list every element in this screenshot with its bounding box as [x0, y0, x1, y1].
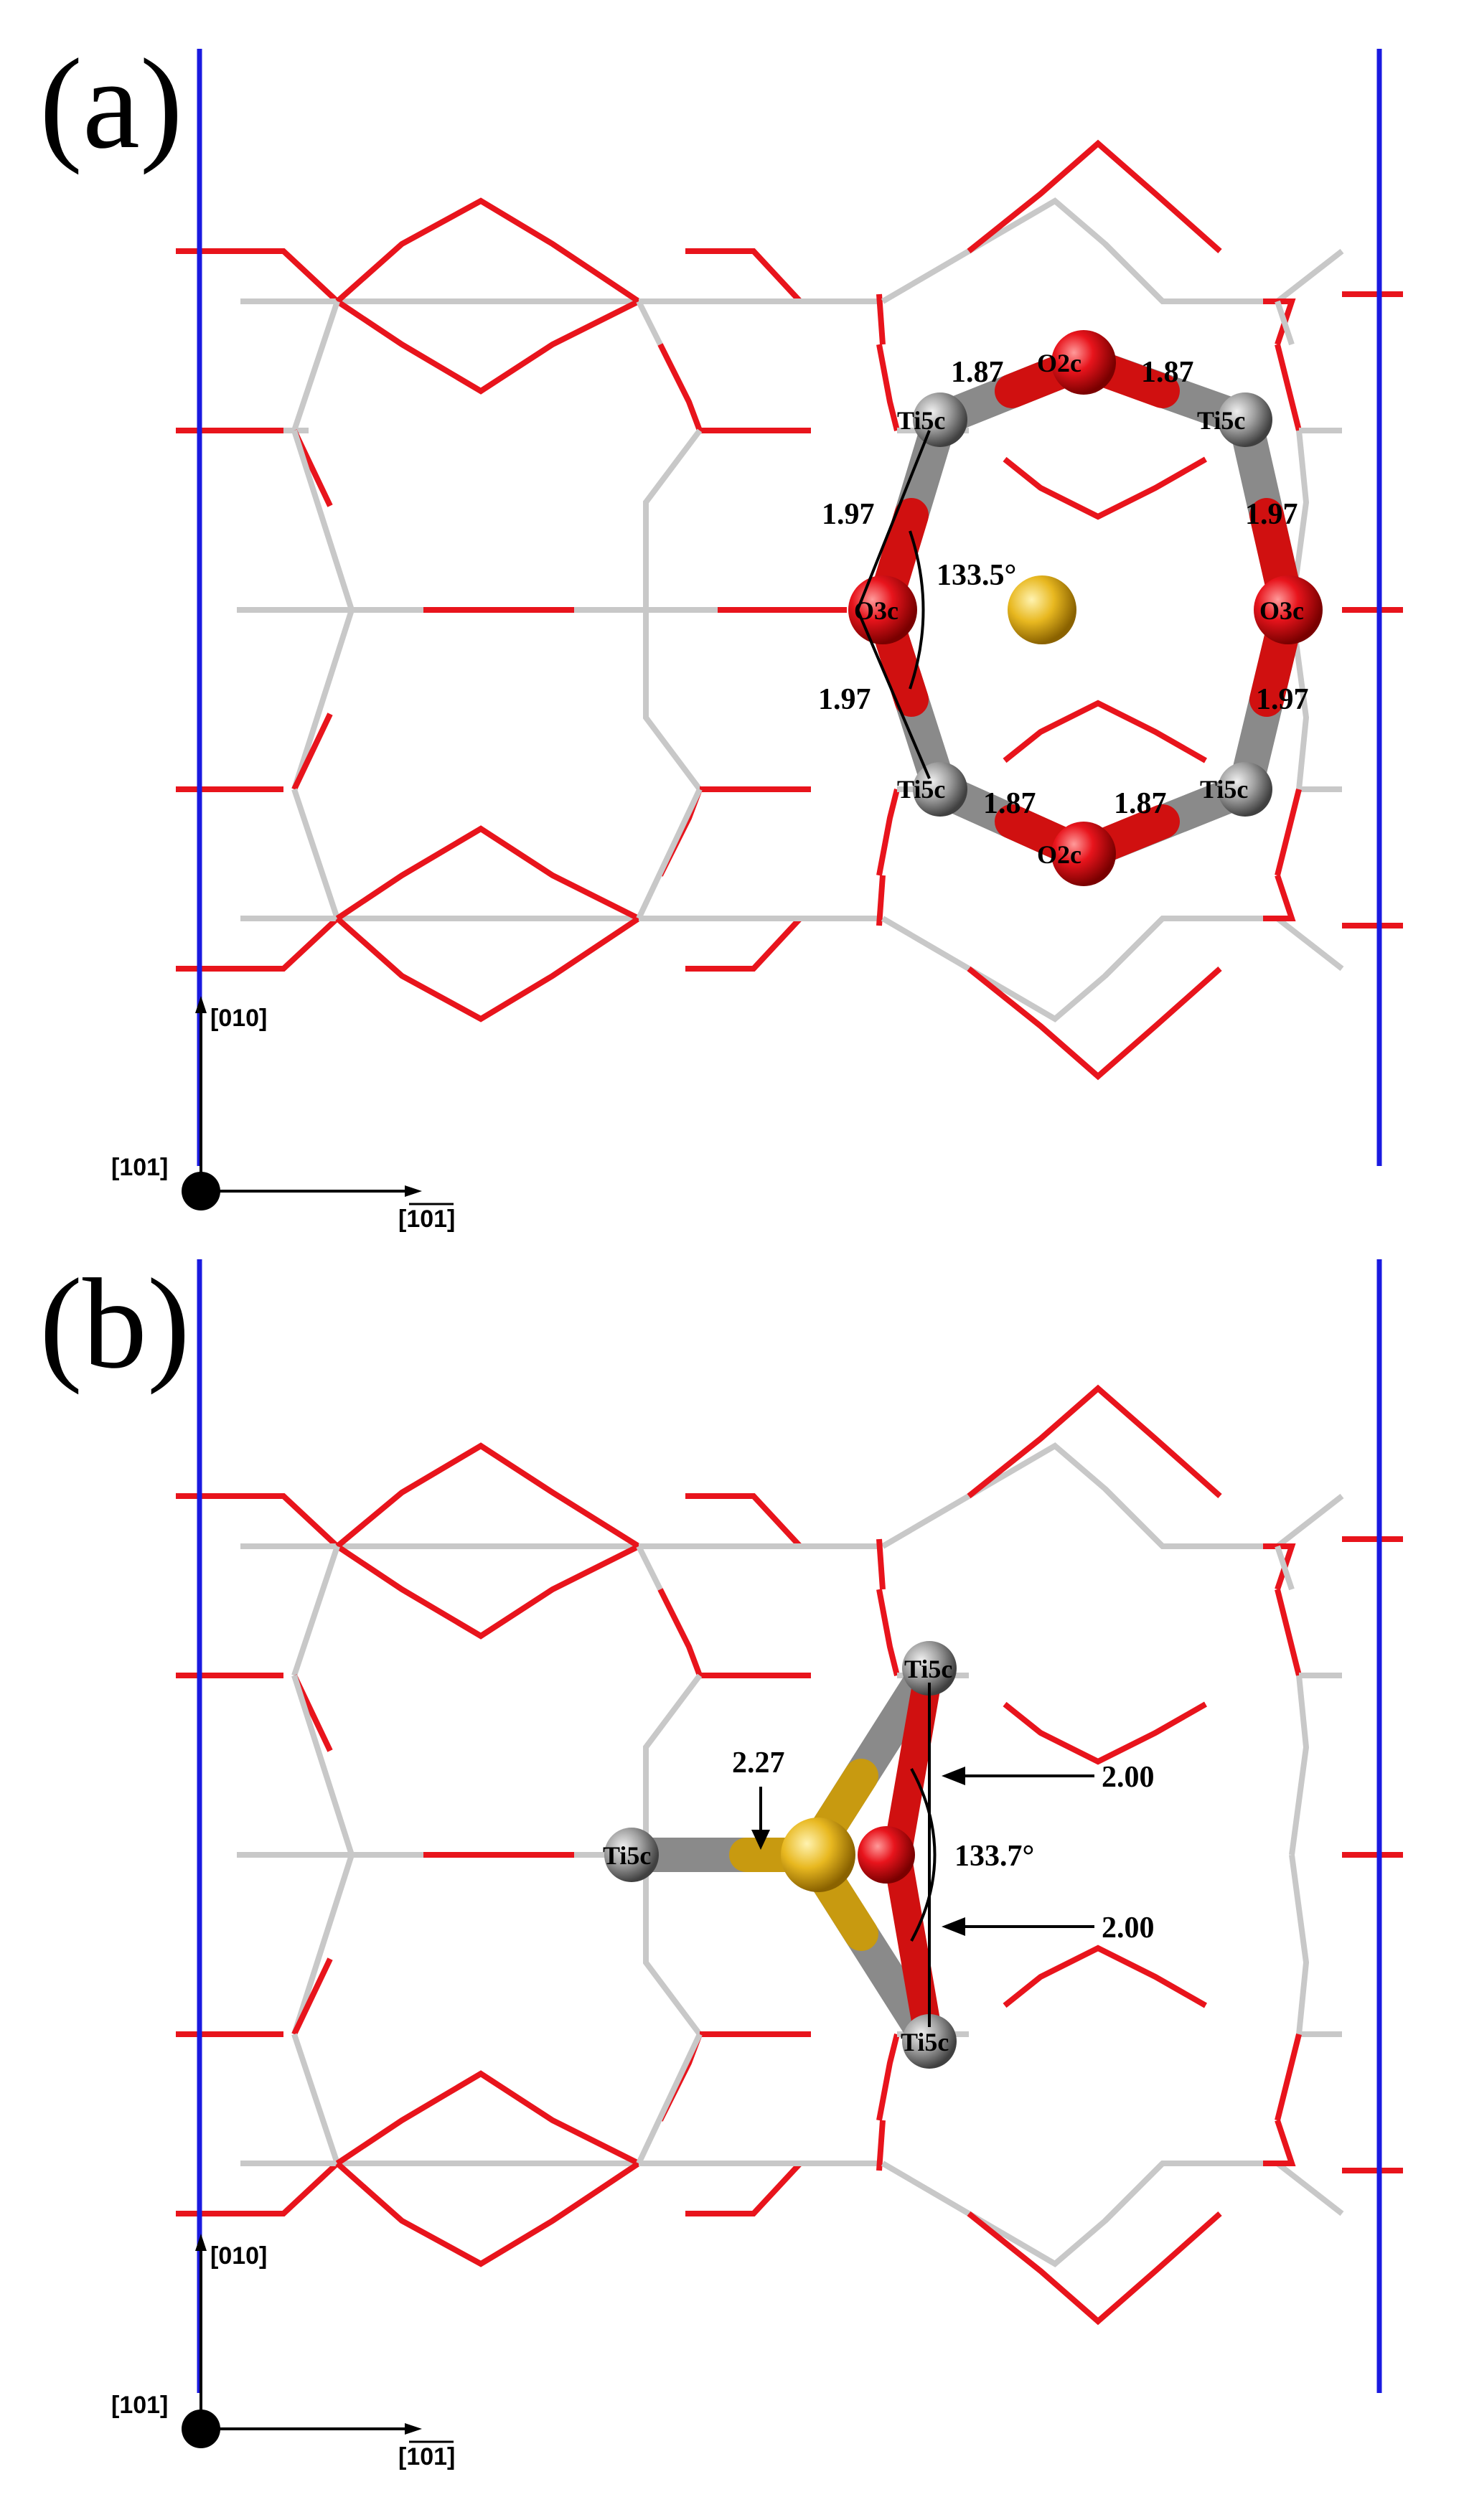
atom-label: Ti5c	[603, 1841, 651, 1870]
ti-atom	[913, 762, 967, 817]
o-atom	[1254, 575, 1323, 644]
axis-label-origin: [101]	[111, 2392, 168, 2419]
angle-marker-a	[856, 430, 931, 779]
panel-label-a: (a)	[39, 32, 183, 175]
atom-label: Ti5c	[897, 775, 945, 804]
atom-label: O2c	[1037, 840, 1081, 869]
atom-label: Ti5c	[1200, 775, 1248, 804]
o-atom	[1051, 330, 1116, 395]
distance-label: 1.97	[822, 498, 875, 531]
atom-label: O3c	[1259, 596, 1304, 625]
ti-atom	[913, 392, 967, 447]
ti-atom	[902, 1641, 957, 1696]
atom-label: Ti5c	[901, 2028, 949, 2056]
axis-indicator-a: [010] [101] [101]	[111, 996, 455, 1233]
axis-label-up: [010]	[210, 1005, 267, 1032]
distance-label: 2.00	[1102, 1912, 1155, 1945]
ti-atom	[902, 2014, 957, 2069]
ti-atom	[1218, 392, 1272, 447]
lattice-wireframe-a	[176, 139, 1403, 1081]
distance-label: 1.97	[1256, 683, 1309, 716]
panel-label-b: (b)	[39, 1252, 190, 1395]
axis-label-right: [101]	[398, 2443, 455, 2470]
ti-atom	[1218, 762, 1272, 817]
arrow-head	[942, 1917, 965, 1936]
distance-label: 1.87	[1114, 787, 1167, 820]
panel-a: (a)	[39, 32, 1403, 1233]
atom-label: Ti5c	[897, 406, 945, 435]
axis-indicator-b: [010] [101] [101]	[111, 2234, 455, 2470]
o-atom	[858, 1826, 915, 1884]
axis-label-origin: [101]	[111, 1154, 168, 1181]
atom-label: Ti5c	[1197, 406, 1245, 435]
angle-label: 133.5°	[937, 559, 1016, 592]
panel-b: (b)	[39, 1252, 1403, 2470]
ring-atoms-a	[848, 330, 1323, 886]
distance-label: 2.27	[732, 1746, 785, 1779]
distance-label: 1.87	[951, 356, 1004, 389]
atom-label: Ti5c	[904, 1655, 952, 1683]
distance-label: 1.97	[818, 683, 871, 716]
angle-marker-b	[759, 1683, 1094, 2027]
au-atom	[781, 1818, 855, 1892]
axis-label-right: [101]	[398, 1205, 455, 1233]
angle-label: 133.7°	[954, 1840, 1034, 1873]
distance-label: 1.87	[1141, 356, 1194, 389]
o-atom	[1051, 822, 1116, 886]
distance-label: 1.87	[983, 787, 1036, 820]
atom-label: O3c	[854, 596, 898, 625]
au-atom	[1008, 575, 1076, 644]
ti-atom	[604, 1828, 659, 1882]
axis-label-up: [010]	[210, 2242, 267, 2270]
distance-label: 2.00	[1102, 1761, 1155, 1794]
distance-label: 1.97	[1245, 498, 1298, 531]
arrow-head	[942, 1767, 965, 1785]
arrow-head	[751, 1830, 770, 1850]
atom-label: O2c	[1037, 349, 1081, 377]
